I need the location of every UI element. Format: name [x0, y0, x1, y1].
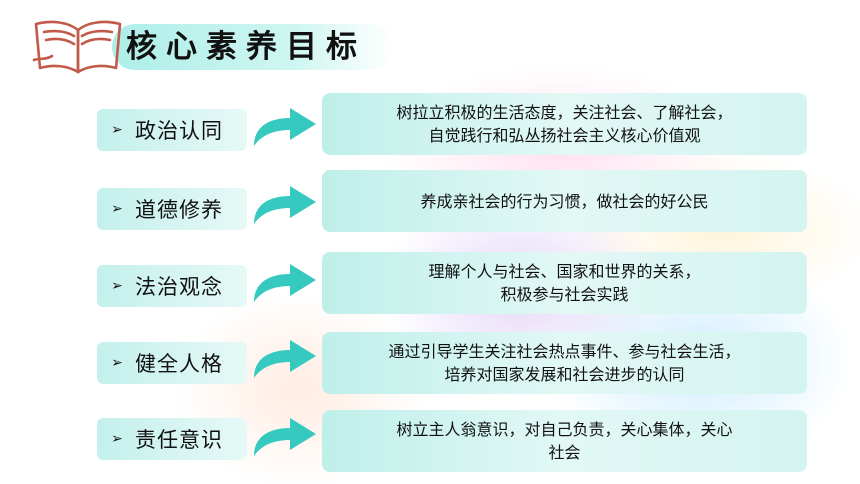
curved-arrow-icon [254, 418, 316, 456]
page-title: 核心素养目标 [126, 29, 366, 65]
curved-arrow-icon [254, 108, 316, 146]
item-description: 养成亲社会的行为习惯，做社会的好公民 [420, 191, 709, 211]
list-item: ➢ 法治观念 理解个人与社会、国家和世界的关系， 积极参与社会实践 [0, 252, 860, 316]
arrow-bullet-icon: ➢ [111, 201, 123, 217]
item-label: 政治认同 [135, 119, 223, 143]
item-description: 通过引导学生关注社会热点事件、参与社会生活， 培养对国家发展和社会进步的认同 [388, 342, 741, 384]
item-label-box: ➢ 责任意识 [97, 418, 247, 460]
item-label-box: ➢ 法治观念 [97, 265, 247, 307]
curved-arrow-icon [254, 264, 316, 302]
list-item: ➢ 政治认同 树拉立积极的生活态度，关注社会、了解社会， 自觉践行和弘丛扬社会主… [0, 93, 860, 156]
item-description-box: 树立主人翁意识，对自己负责，关心集体，关心 社会 [322, 410, 807, 472]
header: 核心素养目标 [30, 14, 430, 78]
curved-arrow-icon [254, 186, 316, 224]
arrow-bullet-icon: ➢ [111, 278, 123, 294]
item-description-box: 树拉立积极的生活态度，关注社会、了解社会， 自觉践行和弘丛扬社会主义核心价值观 [322, 93, 807, 155]
item-label-box: ➢ 道德修养 [97, 188, 247, 230]
item-description-box: 养成亲社会的行为习惯，做社会的好公民 [322, 170, 807, 232]
open-book-icon [32, 20, 122, 74]
title-banner [112, 24, 394, 70]
item-label-box: ➢ 政治认同 [97, 109, 247, 151]
item-description-box: 理解个人与社会、国家和世界的关系， 积极参与社会实践 [322, 252, 807, 314]
arrow-bullet-icon: ➢ [111, 122, 123, 138]
list-item: ➢ 责任意识 树立主人翁意识，对自己负责，关心集体，关心 社会 [0, 410, 860, 472]
item-description-box: 通过引导学生关注社会热点事件、参与社会生活， 培养对国家发展和社会进步的认同 [322, 332, 807, 394]
list-item: ➢ 道德修养 养成亲社会的行为习惯，做社会的好公民 [0, 170, 860, 236]
item-label-box: ➢ 健全人格 [97, 342, 247, 384]
item-label: 法治观念 [135, 275, 223, 299]
item-description: 树立主人翁意识，对自己负责，关心集体，关心 社会 [396, 420, 733, 462]
curved-arrow-icon [254, 340, 316, 378]
arrow-bullet-icon: ➢ [111, 431, 123, 447]
item-label: 道德修养 [135, 198, 223, 222]
item-description: 理解个人与社会、国家和世界的关系， 积极参与社会实践 [428, 262, 701, 304]
arrow-bullet-icon: ➢ [111, 355, 123, 371]
list-item: ➢ 健全人格 通过引导学生关注社会热点事件、参与社会生活， 培养对国家发展和社会… [0, 332, 860, 394]
item-description: 树拉立积极的生活态度，关注社会、了解社会， 自觉践行和弘丛扬社会主义核心价值观 [396, 103, 733, 145]
item-label: 健全人格 [135, 352, 223, 376]
item-label: 责任意识 [135, 428, 223, 452]
